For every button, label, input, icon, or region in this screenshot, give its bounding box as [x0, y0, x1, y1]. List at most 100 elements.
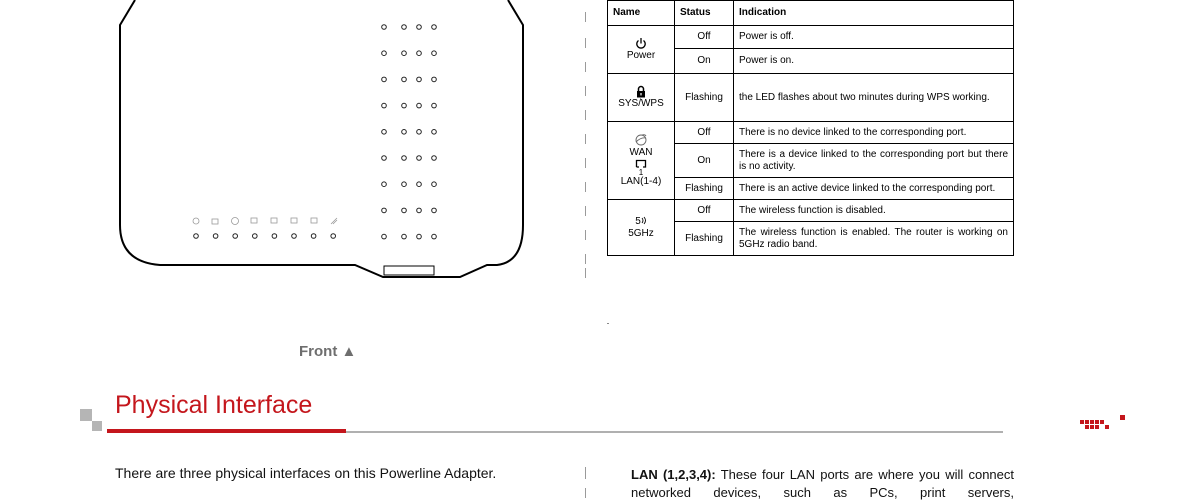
- front-led: [193, 233, 199, 239]
- vent-hole: [416, 50, 422, 57]
- lock-icon: [637, 85, 645, 98]
- power-icon: [636, 38, 646, 49]
- indication-cell: Power is off.: [733, 25, 1014, 49]
- indication-cell: There is no device linked to the corresp…: [733, 121, 1014, 144]
- vent-hole: [381, 50, 387, 57]
- vent-hole: [431, 181, 437, 187]
- heading-square-icon: [92, 421, 102, 431]
- wifi-label: 5GHz: [628, 227, 654, 239]
- table-row: 5 5GHz Off The wireless function is disa…: [607, 199, 1014, 256]
- status-cell: Off: [674, 199, 734, 222]
- lan3-led-icon: [290, 217, 298, 224]
- vent-hole: [401, 24, 407, 30]
- vent-hole: [416, 233, 422, 240]
- vent-hole: [381, 207, 387, 214]
- section-title: Physical Interface: [115, 391, 313, 419]
- divider-dash: [585, 488, 586, 498]
- vent-hole: [401, 233, 407, 240]
- vent-hole: [401, 155, 407, 161]
- lan-port-number: 1: [638, 168, 644, 177]
- vent-hole: [401, 181, 407, 187]
- vent-hole: [431, 102, 437, 109]
- vent-hole: [381, 233, 387, 240]
- vent-hole: [431, 76, 437, 83]
- wifi-icon-number: 5: [635, 215, 641, 227]
- power-label: Power: [626, 50, 656, 61]
- vent-hole: [401, 50, 407, 57]
- vent-hole: [401, 76, 407, 83]
- lock-led-icon: [211, 218, 219, 225]
- front-panel-icons: [192, 217, 338, 225]
- table-row: On Power is on.: [608, 48, 1014, 74]
- status-cell: On: [674, 143, 734, 178]
- wifi-waves-icon: [641, 216, 646, 224]
- status-cell: On: [674, 48, 734, 74]
- indication-cell: There is an active device linked to the …: [733, 177, 1014, 200]
- wifi-led-icon: [330, 217, 338, 225]
- vent-hole: [416, 207, 422, 214]
- indication-cell: There is a device linked to the correspo…: [733, 143, 1014, 178]
- status-cell: Flashing: [674, 177, 734, 200]
- divider-dash: [585, 206, 586, 216]
- router-front-illustration: [119, 0, 524, 278]
- vent-hole: [416, 24, 422, 30]
- front-led: [212, 233, 219, 239]
- table-row: Power Off Power is off.: [607, 25, 1014, 74]
- vent-hole: [381, 76, 387, 83]
- divider-dash: [585, 86, 586, 96]
- router-body-outline: [119, 0, 524, 278]
- vent-hole: [431, 233, 437, 240]
- table-row: SYS/WPS Flashing the LED flashes about t…: [607, 73, 1014, 122]
- vent-hole: [401, 207, 407, 214]
- divider-dash: [585, 467, 586, 479]
- divider-dash: [585, 254, 586, 264]
- table-row: Flashing The wireless function is enable…: [608, 221, 1014, 256]
- front-caption: Front ▲: [299, 343, 357, 360]
- heading-rule: [346, 431, 1003, 433]
- globe-led-icon: [231, 217, 239, 225]
- vent-hole: [381, 155, 387, 161]
- vent-hole: [431, 155, 437, 161]
- divider-dash: [585, 230, 586, 240]
- wan-label: WAN: [629, 147, 653, 158]
- divider-dash: [585, 38, 586, 48]
- table-header-row: Name Status Indication: [607, 0, 1014, 26]
- lan-paragraph: LAN (1,2,3,4): These four LAN ports are …: [631, 466, 1014, 502]
- vent-hole: [381, 129, 387, 135]
- divider-dash: [585, 268, 586, 278]
- col-header-status: Status: [674, 0, 734, 26]
- front-led: [291, 233, 297, 239]
- front-led: [310, 233, 317, 239]
- vent-hole: [431, 207, 437, 214]
- vent-hole: [431, 129, 437, 135]
- table-row: WAN 1 LAN(1-4) Off There is no device li…: [607, 121, 1014, 200]
- indication-cell: the LED flashes about two minutes during…: [733, 73, 1014, 122]
- lan-port-icon: [635, 159, 647, 168]
- vent-hole: [416, 76, 422, 83]
- front-led: [330, 233, 336, 239]
- power-led-icon: [192, 217, 200, 225]
- status-cell: Flashing: [674, 73, 734, 122]
- lan1-led-icon: [250, 217, 258, 224]
- led-status-table: Name Status Indication Power Off Power i…: [607, 0, 1014, 256]
- wan-lan-name-cell: WAN 1 LAN(1-4): [607, 121, 675, 200]
- divider-dash: [585, 182, 586, 192]
- vent-hole: [416, 181, 422, 187]
- sys-name-cell: SYS/WPS: [607, 73, 675, 122]
- router-base-notch: [383, 265, 435, 276]
- wifi-name-cell: 5 5GHz: [607, 199, 675, 256]
- vent-hole: [401, 102, 407, 109]
- lan2-led-icon: [270, 217, 278, 224]
- vent-hole: [431, 24, 437, 30]
- vent-hole: [381, 102, 387, 109]
- heading-square-icon: [80, 409, 92, 421]
- lan-label: LAN(1-4): [620, 176, 662, 187]
- col-header-name: Name: [607, 0, 675, 26]
- divider-dash: [585, 158, 586, 168]
- vent-hole: [401, 129, 407, 135]
- wifi-5ghz-icon: 5: [613, 216, 669, 228]
- vent-hole: [381, 24, 387, 30]
- status-cell: Off: [674, 25, 734, 49]
- vent-hole: [431, 50, 437, 57]
- lan-paragraph-label: LAN (1,2,3,4):: [631, 467, 716, 482]
